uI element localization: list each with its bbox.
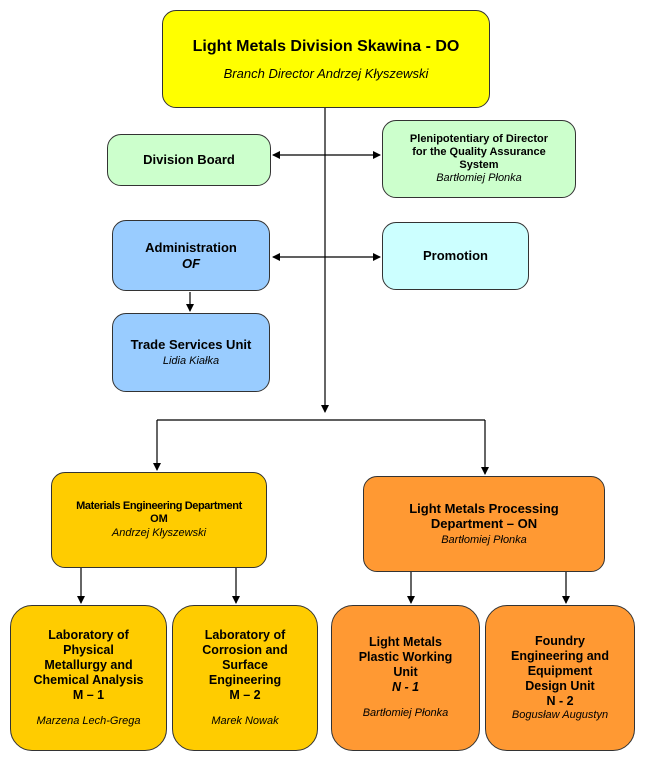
unit-n1-code: N - 1 (391, 680, 420, 695)
lab-m1-line-2: Physical (63, 642, 114, 657)
unit-n2-person: Bogusław Augustyn (511, 708, 609, 721)
lab-m1-code: M – 1 (72, 687, 105, 702)
materials-department-title-1: Materials Engineering Department (76, 500, 242, 513)
materials-department-person: Andrzej Kłyszewski (111, 526, 207, 539)
unit-n1-line-1: Light Metals (369, 635, 442, 650)
plenipotentiary-title-3: System (459, 159, 499, 171)
plenipotentiary-box: Plenipotentiary of Director for the Qual… (382, 120, 576, 198)
administration-code: OF (181, 255, 201, 271)
division-board-title: Division Board (143, 152, 235, 168)
trade-services-box: Trade Services Unit Lidia Kiałka (112, 313, 270, 392)
lab-m1-box: Laboratory of Physical Metallurgy and Ch… (10, 605, 167, 751)
unit-n2-line-2: Engineering and (511, 648, 609, 663)
lab-m1-person: Marzena Lech-Grega (36, 714, 141, 727)
trade-services-person: Lidia Kiałka (162, 354, 220, 367)
division-board-box: Division Board (107, 134, 271, 186)
administration-box: Administration OF (112, 220, 270, 291)
unit-n1-line-2: Plastic Working (358, 650, 453, 665)
lab-m2-person: Marek Nowak (211, 714, 279, 727)
unit-n1-person: Bartłomiej Płonka (362, 707, 449, 720)
lab-m2-code: M – 2 (229, 687, 261, 702)
unit-n1-line-3: Unit (393, 665, 418, 680)
unit-n2-box: Foundry Engineering and Equipment Design… (485, 605, 635, 751)
processing-department-person: Bartłomiej Płonka (441, 534, 527, 546)
promotion-title: Promotion (423, 248, 488, 264)
promotion-box: Promotion (382, 222, 529, 290)
top-division-title: Light Metals Division Skawina - DO (192, 37, 460, 55)
lab-m1-line-4: Chemical Analysis (33, 672, 144, 687)
lab-m1-line-1: Laboratory of (48, 627, 129, 642)
lab-m2-line-1: Laboratory of (204, 627, 286, 642)
unit-n2-line-3: Equipment (527, 663, 593, 678)
plenipotentiary-person: Bartłomiej Płonka (436, 172, 522, 185)
top-division-box: Light Metals Division Skawina - DO Branc… (162, 10, 490, 108)
trade-services-title: Trade Services Unit (130, 337, 252, 353)
lab-m2-line-2: Corrosion and (202, 642, 288, 657)
plenipotentiary-title-2: for the Quality Assurance (412, 145, 546, 158)
processing-department-box: Light Metals Processing Department – ON … (363, 476, 605, 572)
administration-title: Administration (145, 239, 237, 255)
processing-department-title-2: Department – ON (430, 516, 538, 532)
unit-n2-code: N - 2 (546, 693, 574, 708)
lab-m2-line-4: Engineering (208, 672, 282, 687)
top-division-director: Branch Director Andrzej Kłyszewski (223, 65, 429, 81)
lab-m2-line-3: Surface (222, 657, 268, 672)
unit-n1-box: Light Metals Plastic Working Unit N - 1 … (331, 605, 480, 751)
materials-department-title-2: OM (150, 513, 168, 526)
plenipotentiary-title-1: Plenipotentiary of Director (409, 132, 549, 145)
lab-m2-box: Laboratory of Corrosion and Surface Engi… (172, 605, 318, 751)
unit-n2-line-1: Foundry (535, 633, 585, 648)
materials-department-box: Materials Engineering Department OM Andr… (51, 472, 267, 568)
processing-department-title-1: Light Metals Processing (409, 500, 559, 516)
lab-m1-line-3: Metallurgy and (44, 657, 133, 672)
unit-n2-line-4: Design Unit (525, 678, 595, 693)
